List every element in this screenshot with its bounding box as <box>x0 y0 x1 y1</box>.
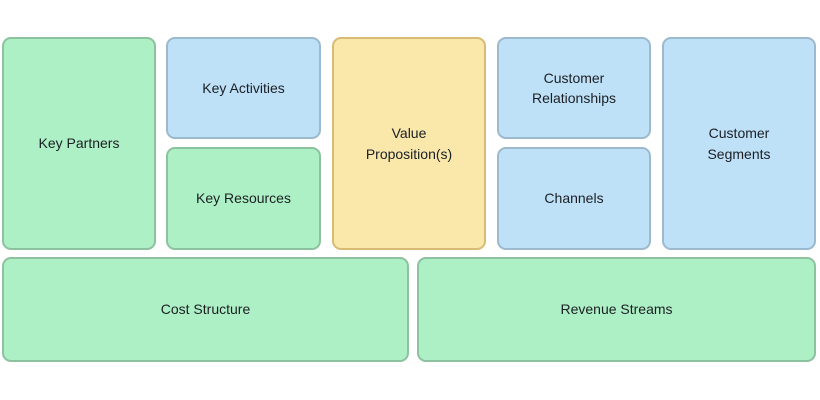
block-value-proposition-label: Value Proposition(s) <box>365 125 453 162</box>
block-customer-relationships-label: Customer Relationships <box>531 69 617 106</box>
block-value-proposition: Value Proposition(s) <box>332 37 486 250</box>
block-channels: Channels <box>497 147 651 250</box>
block-key-activities: Key Activities <box>166 37 321 139</box>
block-customer-segments: Customer Segments <box>662 37 816 250</box>
block-revenue-streams: Revenue Streams <box>417 257 816 362</box>
block-customer-segments-label: Customer Segments <box>707 125 771 162</box>
block-cost-structure: Cost Structure <box>2 257 409 362</box>
block-channels-label: Channels <box>544 190 604 207</box>
block-revenue-streams-label: Revenue Streams <box>560 301 673 318</box>
block-key-resources-label: Key Resources <box>196 190 291 207</box>
block-customer-relationships: Customer Relationships <box>497 37 651 139</box>
block-key-partners: Key Partners <box>2 37 156 250</box>
block-cost-structure-label: Cost Structure <box>160 301 251 318</box>
block-key-partners-label: Key Partners <box>38 135 120 152</box>
block-key-activities-label: Key Activities <box>202 79 285 96</box>
block-key-resources: Key Resources <box>166 147 321 250</box>
